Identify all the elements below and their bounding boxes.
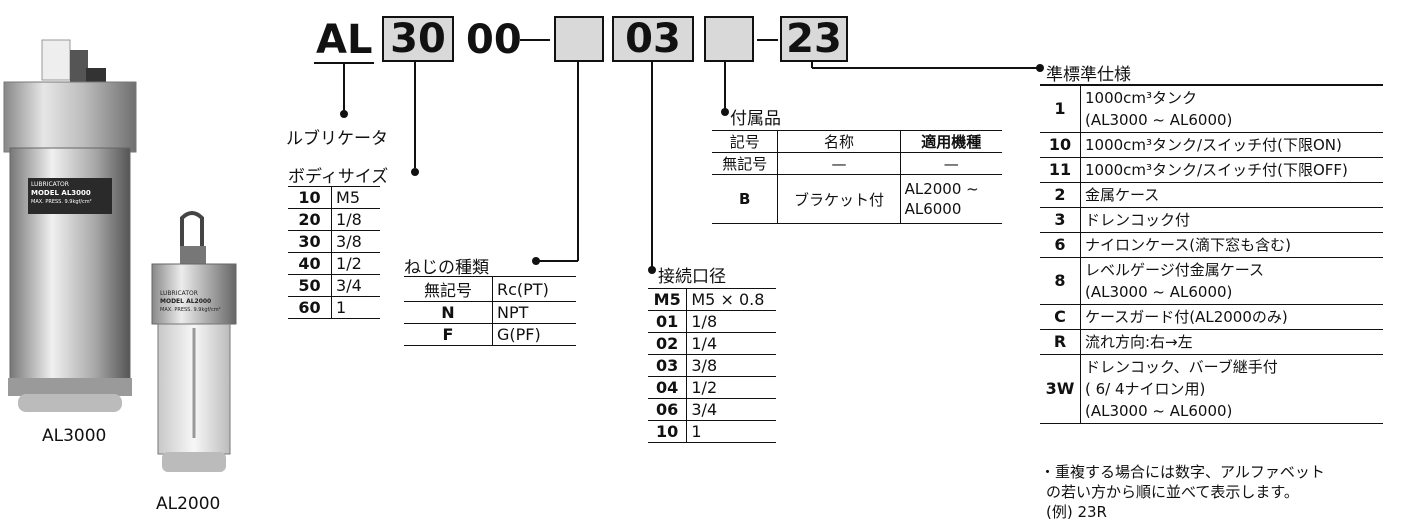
note: ・重複する場合には数字、アルファベット の若い方から順に並べて表示します。 (例… (1040, 463, 1325, 521)
code-fixed: 00 (466, 17, 522, 63)
code-size-box: 30 (382, 16, 454, 62)
al2000-caption: AL2000 (156, 494, 221, 514)
thread-type-dot (532, 257, 540, 265)
body-size-dot (411, 168, 419, 176)
al3000-photo (3, 39, 137, 412)
code-accessory-box (704, 16, 754, 62)
al2000-label: LUBRICATOR MODEL AL2000 MAX. PRESS. 9.9k… (160, 290, 221, 313)
code-prefix: AL (316, 17, 373, 63)
port-size-dot (648, 266, 656, 274)
code-option-box: 23 (780, 16, 848, 62)
accessory-label: 付属品 (730, 109, 781, 129)
thread-type-label: ねじの種類 (404, 258, 489, 278)
body-size-label: ボディサイズ (288, 167, 389, 187)
al2000-photo (151, 211, 237, 472)
lubricator-label: ルブリケータ (286, 129, 388, 149)
al3000-caption: AL3000 (42, 426, 107, 446)
port-size-label: 接続口径 (658, 267, 726, 287)
accessory-dot (721, 108, 729, 116)
lubricator-dot (340, 110, 348, 118)
accessory-table: 記号 名称 適用機種 無記号 — — B ブラケット付 AL2000 ~AL60… (712, 130, 1002, 224)
standard-spec-dot (1036, 64, 1044, 72)
al3000-label: LUBRICATOR MODEL AL3000 MAX. PRESS. 9.9k… (31, 181, 92, 205)
code-port-box: 03 (612, 16, 694, 62)
code-thread-box (554, 16, 604, 62)
standard-spec-label: 準標準仕様 (1046, 65, 1131, 85)
